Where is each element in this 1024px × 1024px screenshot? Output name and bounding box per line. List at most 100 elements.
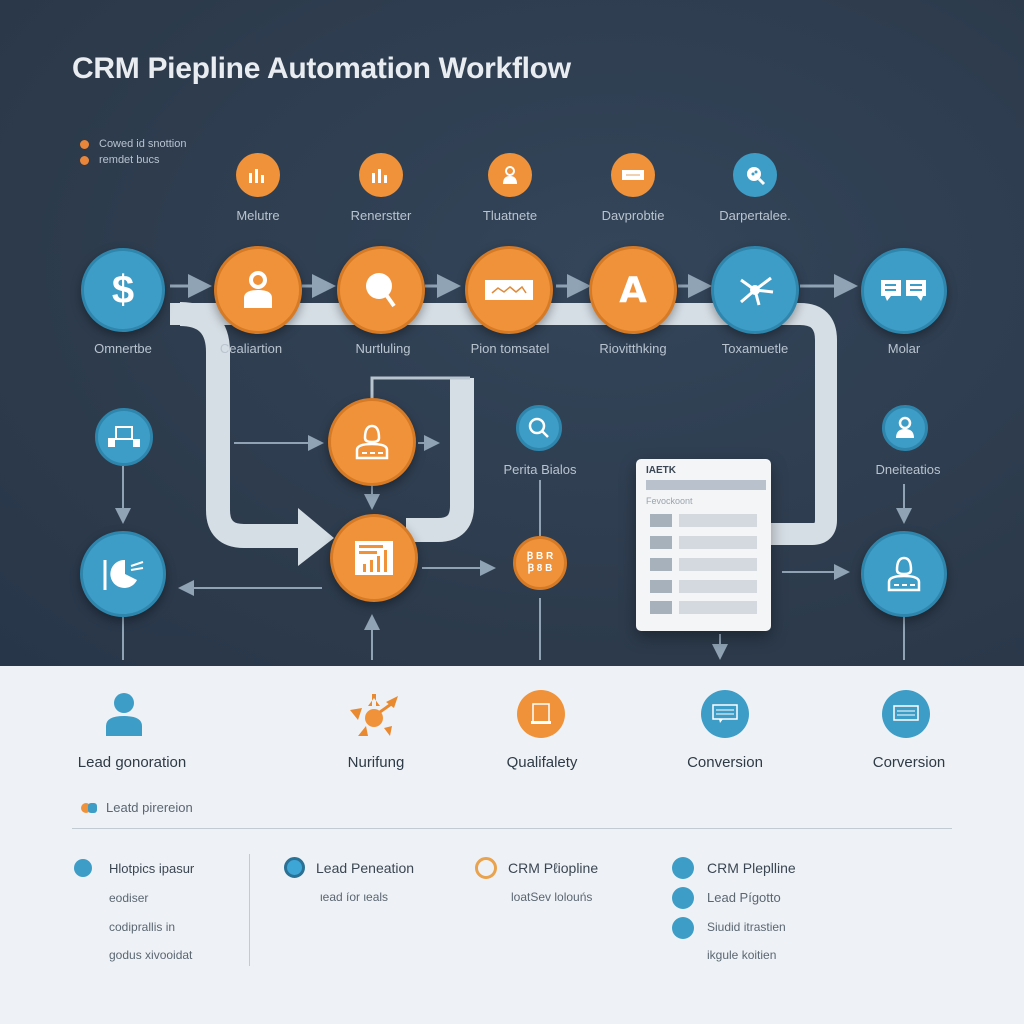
stage-icon-nurturing[interactable] xyxy=(346,690,402,745)
legend-dot-icon xyxy=(80,139,89,149)
top-node-3[interactable] xyxy=(488,153,532,197)
page-title: CRM Piepline Automation Workflow xyxy=(72,52,571,85)
list-item: CRM Pleplline xyxy=(707,860,796,876)
card-title: IAETK xyxy=(646,465,676,476)
legend-item: remdet bucs xyxy=(80,154,186,166)
network-icon xyxy=(740,276,774,306)
left-top-node[interactable] xyxy=(95,408,153,466)
stage-label: Nurifung xyxy=(347,754,405,771)
radio-unselected-icon[interactable] xyxy=(475,857,497,879)
left-pipe xyxy=(179,302,310,548)
stage-icon-conversion-2[interactable] xyxy=(882,690,930,738)
stage-icon-lead[interactable] xyxy=(104,692,144,743)
top-node-4[interactable] xyxy=(611,153,655,197)
main-node-6[interactable] xyxy=(711,246,799,334)
grid-node[interactable]: Ꞵ B R Ꞵ 8 B xyxy=(513,536,567,590)
legend: Cowed id snottion remdet bucs xyxy=(80,138,186,166)
search-icon xyxy=(366,273,396,308)
card-row xyxy=(650,558,760,571)
list-subtitle: ιead íor ιeals xyxy=(320,890,389,904)
card-header-bar xyxy=(646,480,766,490)
devices-icon xyxy=(108,426,140,447)
graph-card-icon xyxy=(485,280,533,300)
list-subtitle: loatSev lolouńs xyxy=(511,890,593,904)
person-badge-icon xyxy=(355,424,389,460)
chart-bars-icon xyxy=(372,169,387,183)
main-node-label: Molar xyxy=(887,341,921,356)
main-node-label: Riovitthking xyxy=(599,341,667,356)
stage-label: Corversion xyxy=(872,754,946,771)
section-header: Leatd pirereion xyxy=(80,800,193,815)
right-bottom-node[interactable] xyxy=(861,531,947,617)
stage-label: Qualifalety xyxy=(506,754,578,771)
person-icon xyxy=(896,416,914,438)
report-chart-icon xyxy=(355,541,393,575)
person-icon xyxy=(244,271,272,308)
main-node-4[interactable] xyxy=(465,246,553,334)
card-row xyxy=(650,601,760,614)
top-node-label: Tluatnete xyxy=(482,208,538,223)
column-divider xyxy=(249,854,250,966)
screen-icon xyxy=(893,705,919,721)
stages-panel xyxy=(0,666,1024,1024)
section-label: Leatd pirereion xyxy=(106,800,193,815)
stage-icon-conversion[interactable] xyxy=(701,690,749,738)
legend-label: remdet bucs xyxy=(99,154,160,166)
center-bottom-node[interactable] xyxy=(330,514,418,602)
top-node-2[interactable] xyxy=(359,153,403,197)
main-node-5[interactable]: A xyxy=(589,246,677,334)
main-node-label: Omnertbe xyxy=(94,341,152,356)
main-node-3[interactable] xyxy=(337,246,425,334)
list-item: codiprallis in xyxy=(109,920,176,934)
right-top-label: Dneiteatios xyxy=(875,462,941,477)
legend-label: Cowed id snottion xyxy=(99,138,187,150)
search-node[interactable] xyxy=(516,405,562,451)
pipe-arrowhead xyxy=(298,508,334,566)
search-icon xyxy=(747,167,766,186)
main-node-2[interactable] xyxy=(214,246,302,334)
screen-icon xyxy=(712,704,738,723)
main-node-7[interactable] xyxy=(861,248,947,334)
person-icon xyxy=(503,166,517,184)
document-icon xyxy=(622,170,644,180)
main-node-1[interactable]: $ xyxy=(81,248,165,332)
list-item: eodiser xyxy=(109,891,149,905)
list-title: Lead Peneation xyxy=(316,860,415,876)
bullet-icon xyxy=(672,917,694,939)
chat-bubbles-icon xyxy=(881,280,926,301)
chart-bars-icon xyxy=(249,169,264,183)
list-item: Hlotpics ipasur xyxy=(109,861,195,876)
burst-arrows-icon xyxy=(350,694,398,736)
top-node-label: Darpertalee. xyxy=(719,208,791,223)
toggle-icon xyxy=(81,802,97,813)
list-item: godus xivooidat xyxy=(109,948,193,962)
list-title: CRM Pℓiopline xyxy=(508,860,599,876)
card-subtitle: Fevockoont xyxy=(646,496,693,506)
main-node-label: Cealiartion xyxy=(219,341,283,356)
main-node-label: Toxamuetle xyxy=(721,341,789,356)
right-top-node[interactable] xyxy=(882,405,928,451)
card-row xyxy=(650,580,760,593)
list-item: Lead Pígotto xyxy=(707,890,781,905)
radio-selected-icon[interactable] xyxy=(284,857,305,878)
bullet-icon xyxy=(672,857,694,879)
letter-a-icon: A xyxy=(619,269,647,311)
left-bottom-node[interactable] xyxy=(80,531,166,617)
stage-label: Conversion xyxy=(687,754,763,771)
dollar-icon: $ xyxy=(111,267,135,312)
legend-dot-icon xyxy=(80,155,89,165)
card-row xyxy=(650,536,760,549)
legend-item: Cowed id snottion xyxy=(80,138,186,150)
list-item: ikgule koitien xyxy=(707,948,777,962)
search-icon xyxy=(528,417,549,438)
grid-icon: Ꞵ B R Ꞵ 8 B xyxy=(526,551,554,574)
divider xyxy=(72,828,952,829)
person-badge-icon xyxy=(887,556,921,592)
data-card[interactable]: IAETK Fevockoont xyxy=(636,459,771,631)
tablet-icon xyxy=(531,703,551,724)
center-top-node[interactable] xyxy=(328,398,416,486)
top-node-1[interactable] xyxy=(236,153,280,197)
stage-label: Lead gonoration xyxy=(77,754,187,771)
stage-icon-qualify[interactable] xyxy=(517,690,565,738)
top-node-5[interactable] xyxy=(733,153,777,197)
